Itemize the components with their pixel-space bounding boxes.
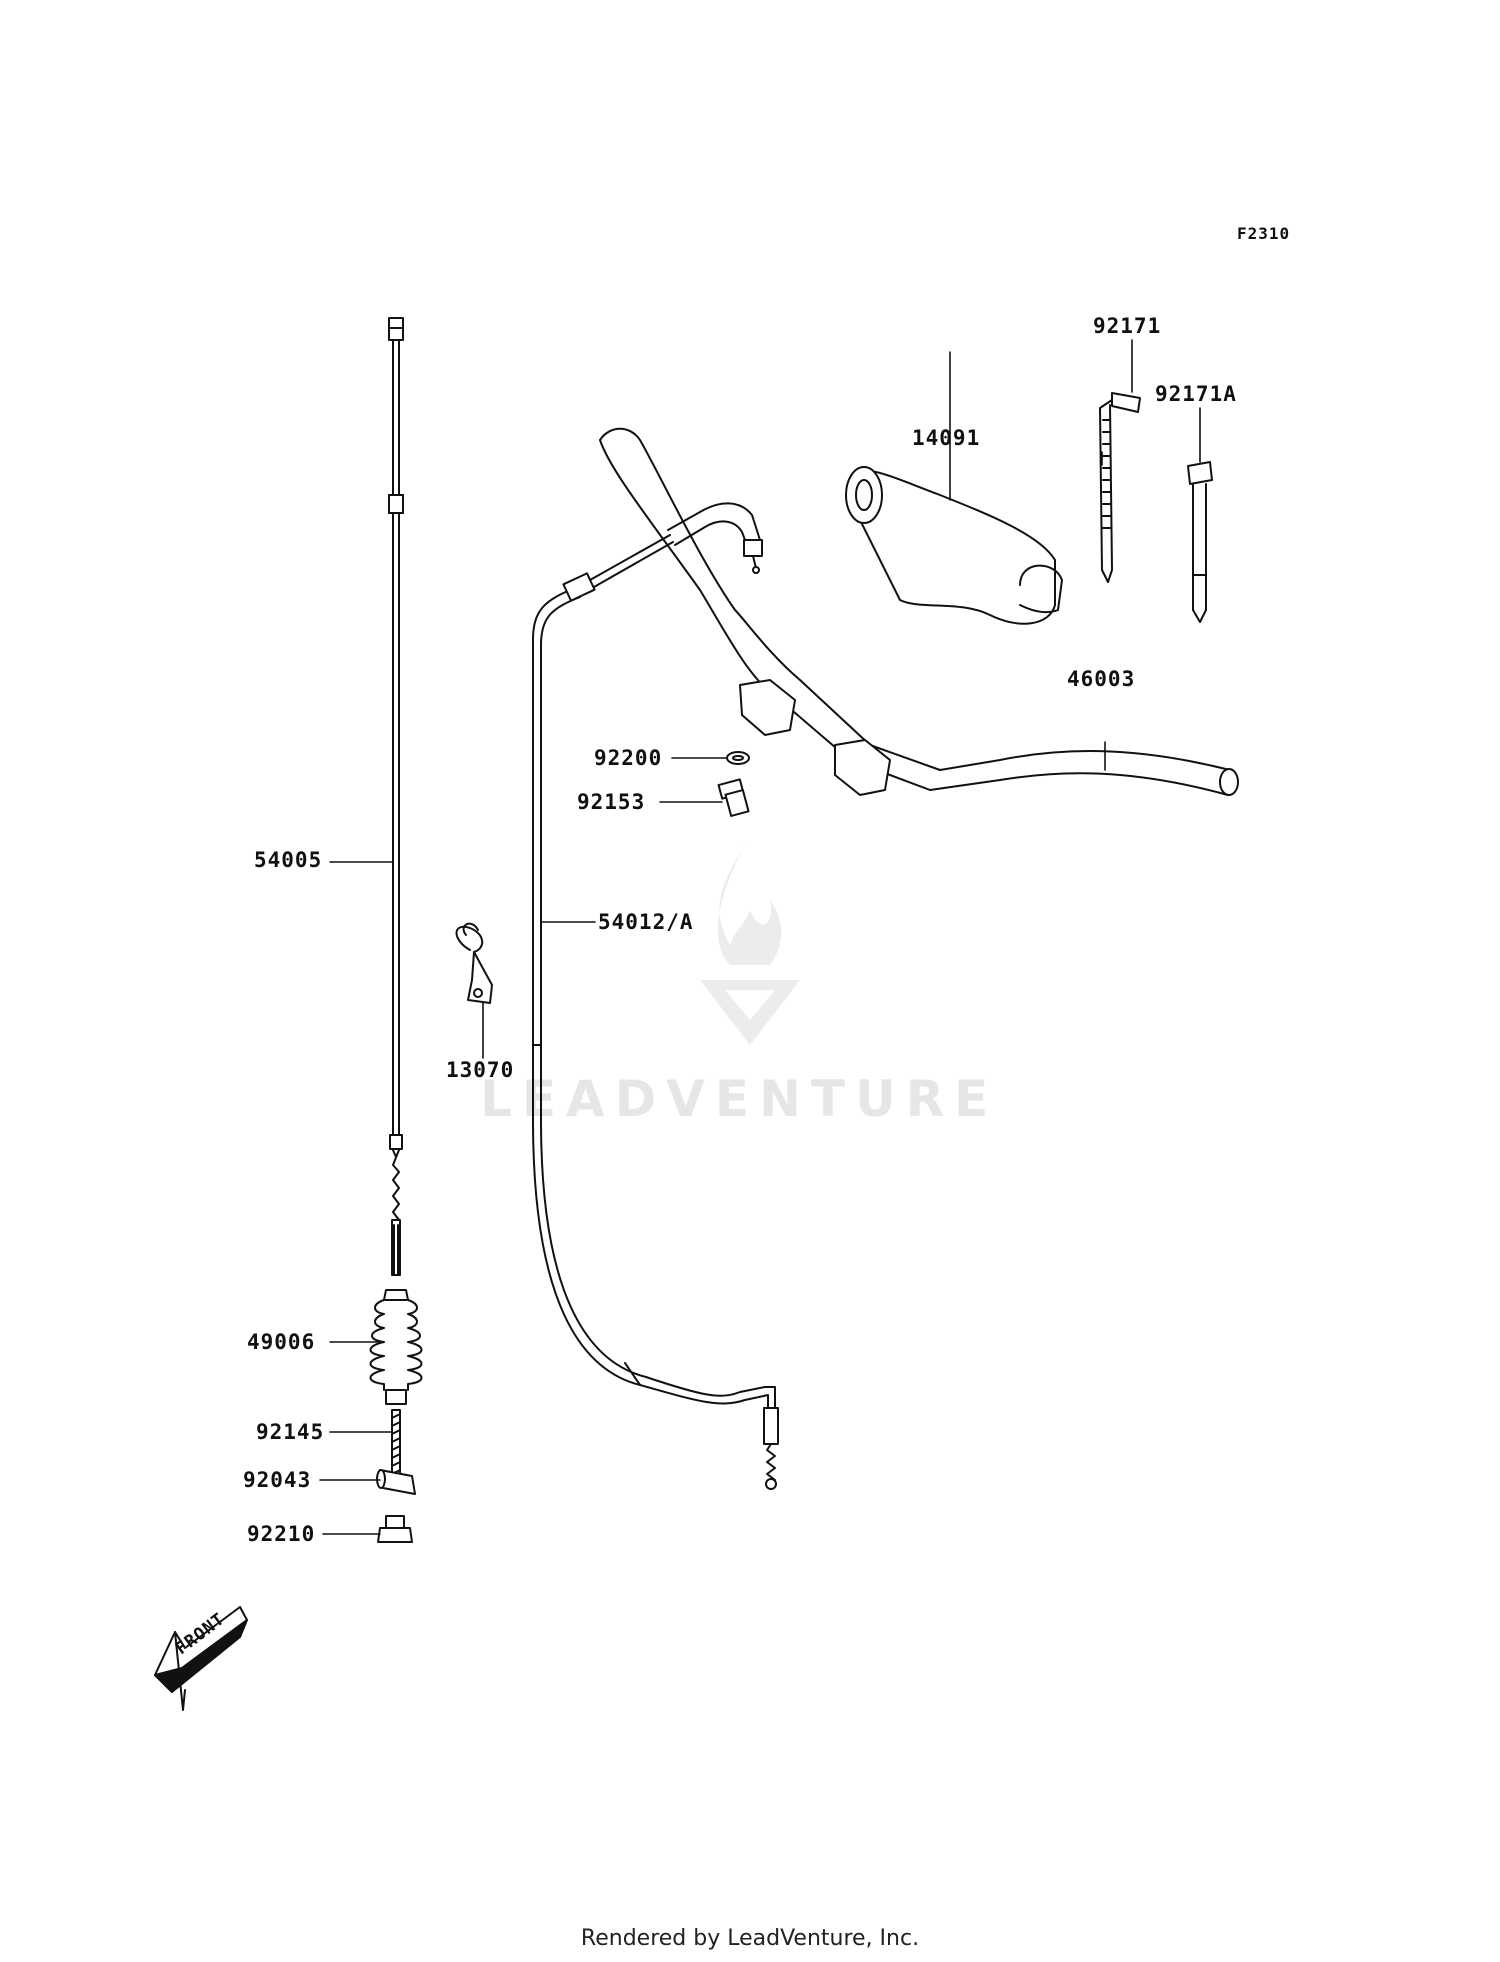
watermark-text: LEADVENTURE — [480, 1070, 999, 1128]
label-92043: 92043 — [243, 1468, 312, 1492]
label-92145: 92145 — [256, 1420, 325, 1444]
label-13070: 13070 — [446, 1058, 515, 1082]
cable-54005 — [388, 317, 404, 1276]
pad-14091 — [845, 466, 1063, 625]
pin-92043 — [376, 1469, 416, 1495]
label-92171: 92171 — [1093, 314, 1162, 338]
figure-code: F2310 — [1237, 224, 1291, 243]
front-arrow-icon — [154, 1606, 248, 1711]
tie-92171 — [1099, 392, 1141, 583]
footer-credit: Rendered by LeadVenture, Inc. — [580, 1926, 920, 1951]
band-92171a — [1187, 461, 1213, 623]
label-92200: 92200 — [594, 746, 663, 770]
label-49006: 49006 — [247, 1330, 316, 1354]
bracket-13070 — [455, 922, 493, 1004]
bolt-92153 — [717, 778, 750, 817]
label-46003: 46003 — [1067, 667, 1136, 691]
cable-54012 — [532, 534, 779, 1490]
handlebar-46003 — [599, 427, 1239, 796]
label-54005: 54005 — [254, 848, 323, 872]
nut-92210 — [377, 1515, 413, 1543]
watermark-logo — [700, 845, 800, 1045]
label-92171a: 92171A — [1155, 382, 1237, 406]
label-92210: 92210 — [247, 1522, 316, 1546]
cable-perch — [667, 502, 763, 574]
leader-lines — [319, 339, 1201, 1535]
ring-92200 — [726, 751, 750, 765]
boot-49006 — [369, 1289, 423, 1405]
label-54012a: 54012/A — [598, 910, 694, 934]
label-14091: 14091 — [912, 426, 981, 450]
label-92153: 92153 — [577, 790, 646, 814]
